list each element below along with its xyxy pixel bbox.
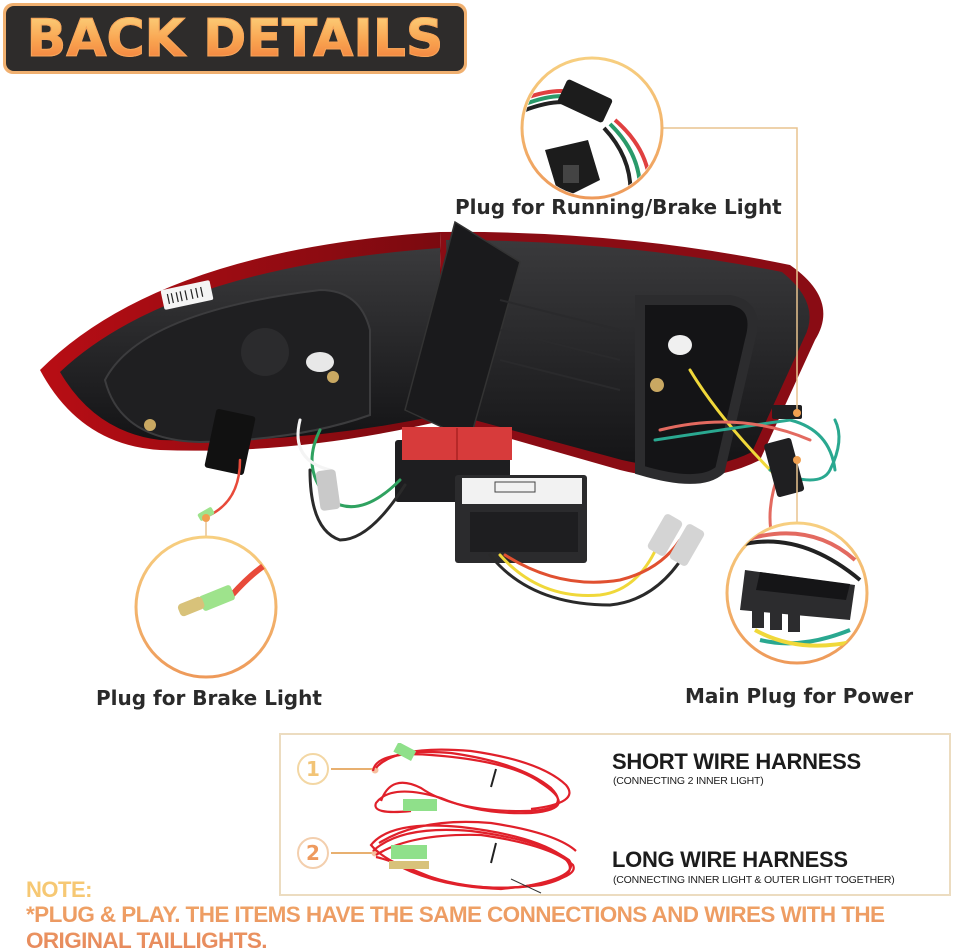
short-wire-harness-image xyxy=(331,743,571,815)
harness-number-2: 2 xyxy=(297,837,329,869)
harness-subtitle-2: (CONNECTING INNER LIGHT & OUTER LIGHT TO… xyxy=(613,874,895,886)
grey-connector-left xyxy=(315,469,341,511)
callout-label-main-power: Main Plug for Power xyxy=(685,684,914,708)
taillight-product-image xyxy=(40,56,869,679)
outer-taillight xyxy=(40,232,445,475)
leader-lines xyxy=(205,127,798,537)
wiring xyxy=(208,368,841,607)
page-title: BACK DETAILS xyxy=(26,8,444,69)
grey-connector-right-1 xyxy=(647,514,683,556)
grey-connector-right-2 xyxy=(669,524,705,566)
harness-title-2: LONG WIRE HARNESS xyxy=(612,847,848,872)
main-plug-small xyxy=(764,437,805,497)
callout-label-brake: Plug for Brake Light xyxy=(96,686,322,710)
note-body: *PLUG & PLAY. THE ITEMS HAVE THE SAME CO… xyxy=(26,902,956,952)
harness-subtitle-1: (CONNECTING 2 INNER LIGHT) xyxy=(613,775,764,787)
callout-running-brake-image xyxy=(520,56,664,200)
harness-title-1: SHORT WIRE HARNESS xyxy=(612,749,861,774)
header-badge: BACK DETAILS xyxy=(3,3,467,74)
callout-label-running-brake: Plug for Running/Brake Light xyxy=(455,195,782,219)
note-heading: NOTE: xyxy=(26,877,92,902)
callout-main-power-image xyxy=(725,521,869,665)
load-resistor-box xyxy=(455,475,587,563)
harness-number-1: 1 xyxy=(297,753,329,785)
header-badge-inner: BACK DETAILS xyxy=(6,6,464,71)
callout-brake-image xyxy=(134,535,278,679)
wire-harness-panel: 1 SHORT WIRE HARNESS (CONNECTING 2 INNER… xyxy=(279,733,951,896)
long-wire-harness-image xyxy=(331,820,577,894)
